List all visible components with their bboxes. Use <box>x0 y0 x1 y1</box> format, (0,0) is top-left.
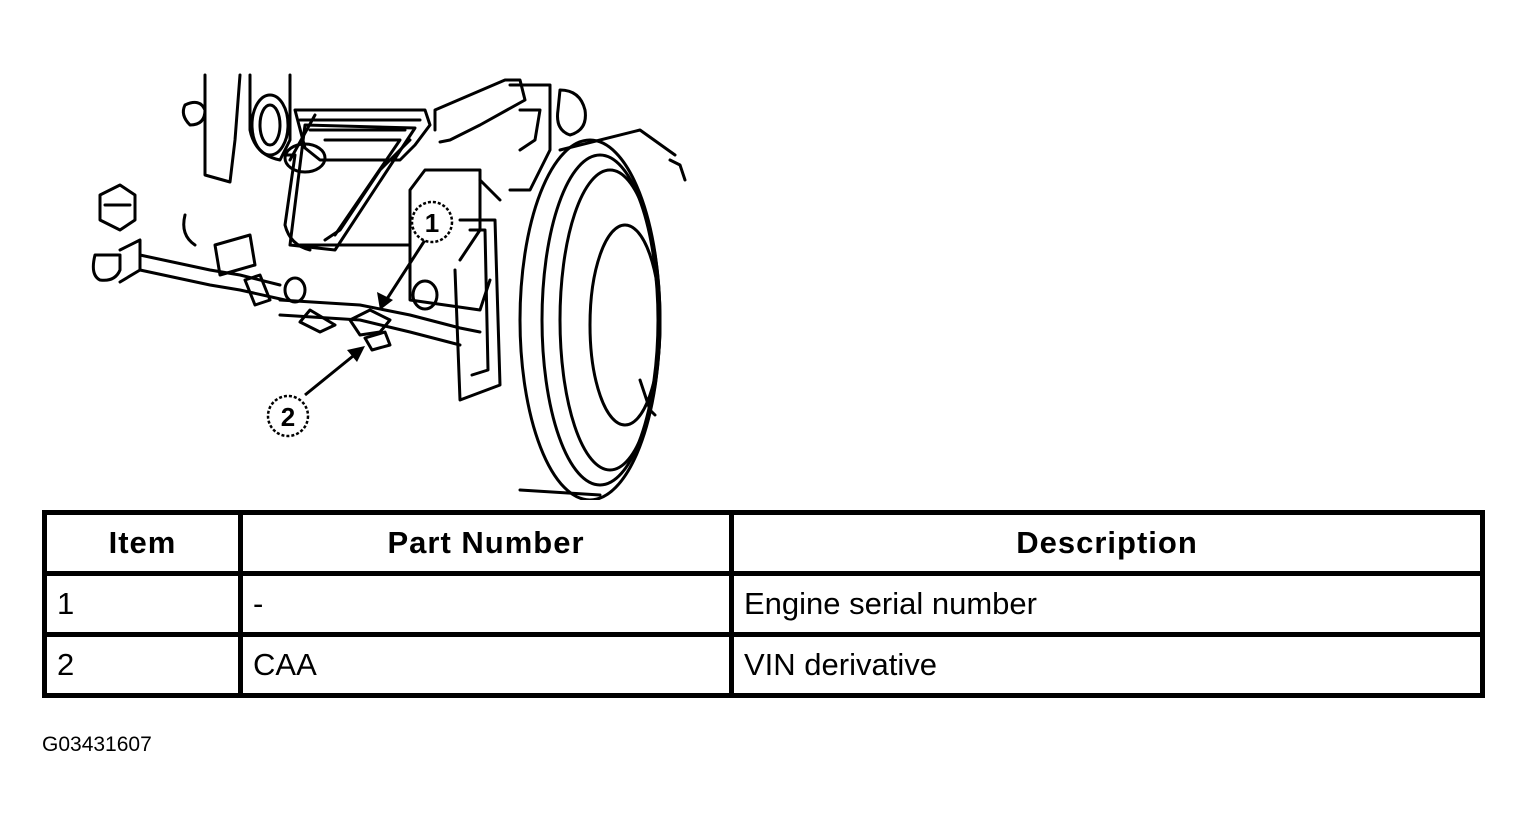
figure-id: G03431607 <box>42 733 152 756</box>
callout-1: 1 <box>377 200 454 310</box>
callout-2-label: 2 <box>281 402 295 432</box>
cell-item: 2 <box>42 632 243 698</box>
table-row: 1 - Engine serial number <box>42 571 1485 637</box>
header-part-number: Part Number <box>238 510 734 576</box>
table-header-row: Item Part Number Description <box>42 510 1485 576</box>
engine-illustration: 1 2 <box>91 73 687 500</box>
header-item: Item <box>42 510 243 576</box>
callout-2: 2 <box>266 346 365 438</box>
cell-part-number: - <box>238 571 734 637</box>
callout-1-label: 1 <box>425 208 439 238</box>
cell-description: Engine serial number <box>729 571 1485 637</box>
header-description: Description <box>729 510 1485 576</box>
parts-table: Item Part Number Description 1 - Engine … <box>42 510 1485 698</box>
cell-description: VIN derivative <box>729 632 1485 698</box>
cell-part-number: CAA <box>238 632 734 698</box>
table-row: 2 CAA VIN derivative <box>42 632 1485 698</box>
cell-item: 1 <box>42 571 243 637</box>
